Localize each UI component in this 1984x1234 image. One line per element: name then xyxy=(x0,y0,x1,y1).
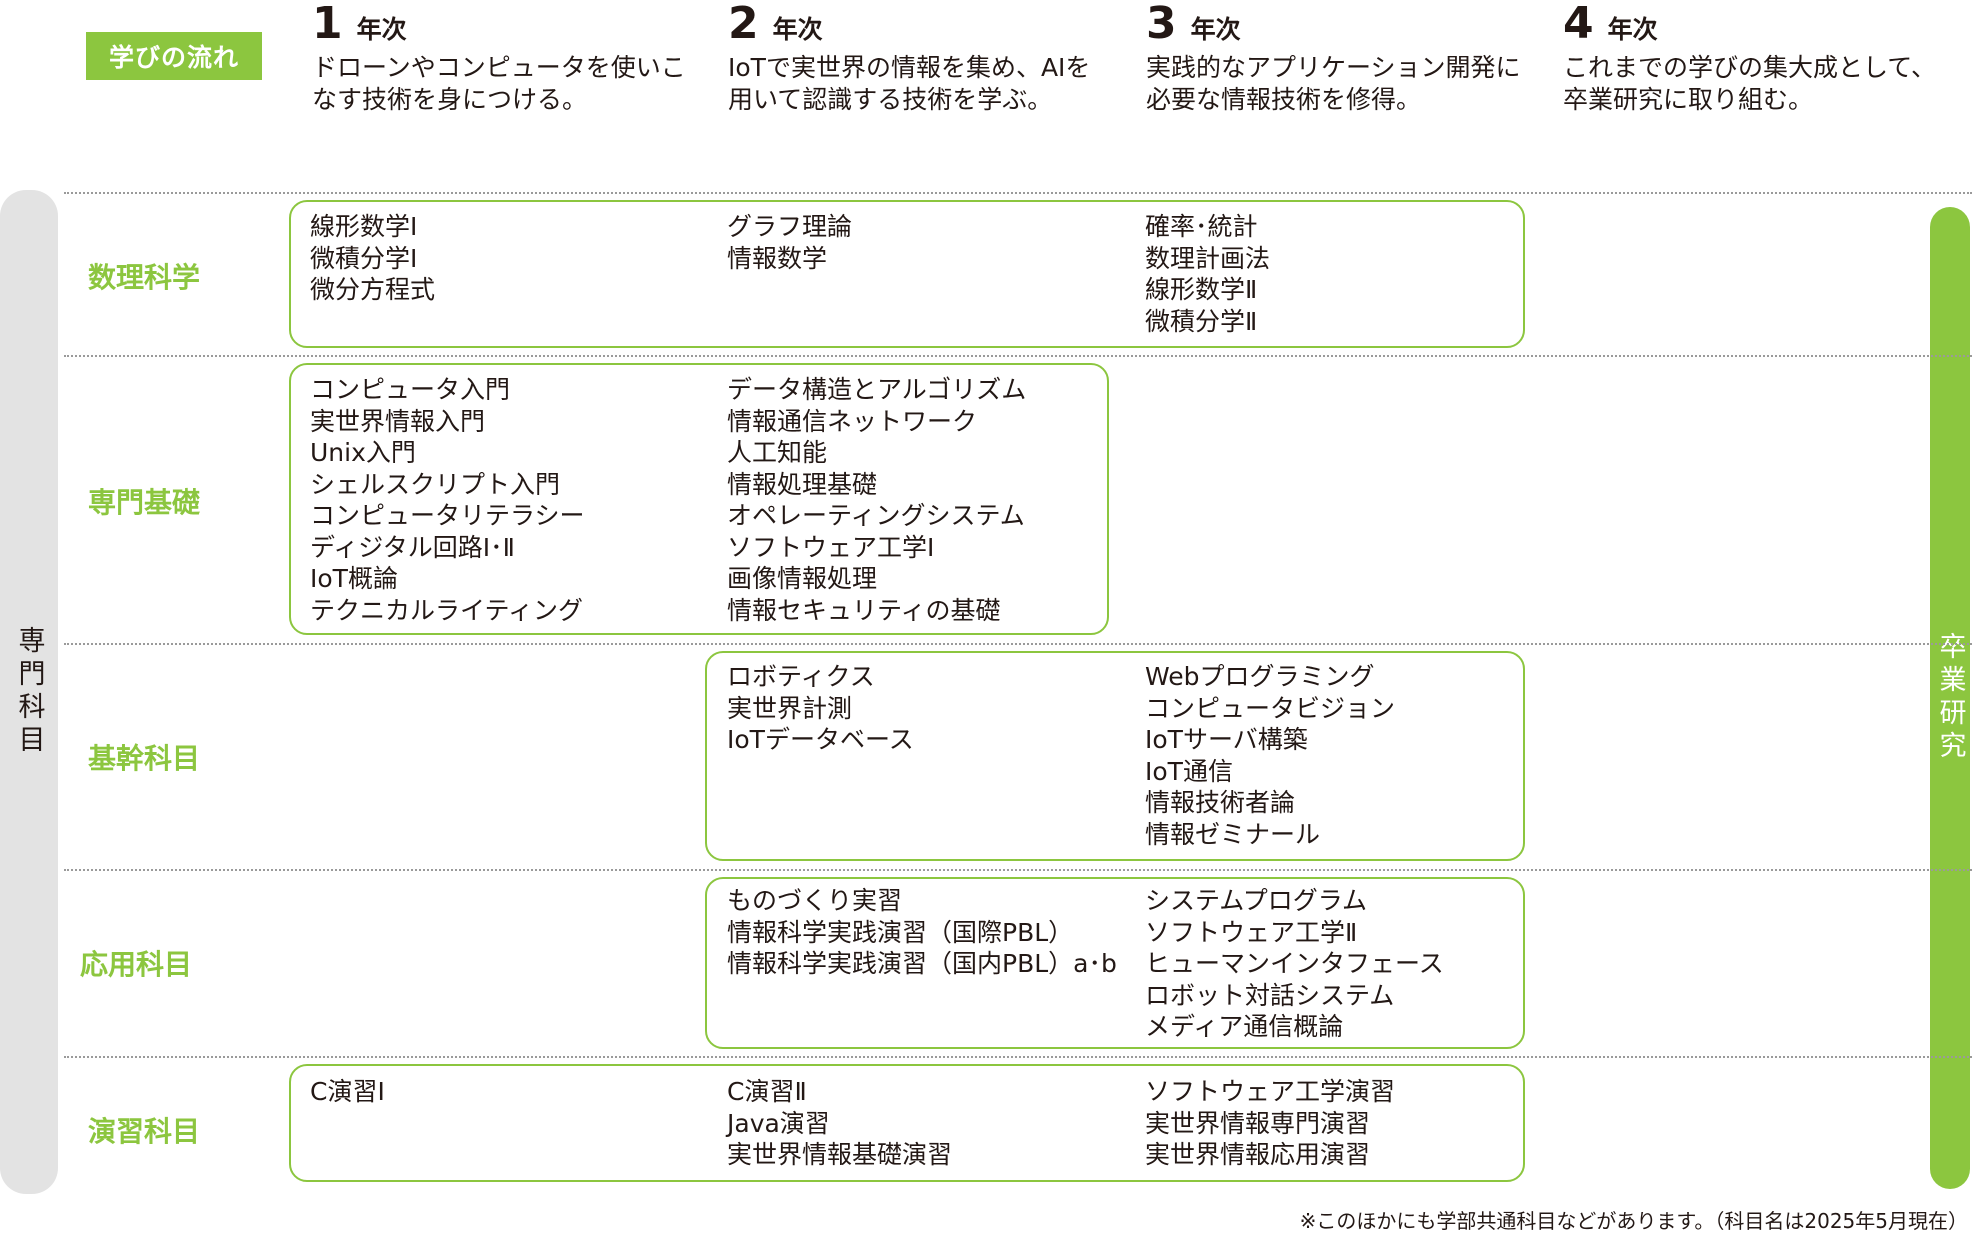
category-label-specialized-basics: 専門基礎 xyxy=(87,486,200,519)
course-item: シェルスクリプト入門 xyxy=(310,469,561,499)
course-item: ヒューマンインタフェース xyxy=(1145,949,1444,978)
course-item: グラフ理論 xyxy=(727,212,853,241)
course-item: ソフトウェア工学Ⅰ xyxy=(727,532,935,562)
course-item: 線形数学Ⅰ xyxy=(310,212,418,241)
course-item: 実世界計測 xyxy=(727,693,853,723)
course-item: 線形数学Ⅱ xyxy=(1145,275,1258,304)
course-column-year3: Webプログラミング コンピュータビジョン IoTサーバ構築 IoT通信 情報技… xyxy=(1145,661,1545,850)
course-item: 実世界情報入門 xyxy=(310,406,486,436)
course-column-year1: 線形数学Ⅰ 微積分学Ⅰ 微分方程式 xyxy=(310,211,710,306)
year-4-column: 4 年次 これまでの学びの集大成として、 卒業研究に取り組む。 xyxy=(1563,2,1963,116)
course-item: Java演習 xyxy=(727,1108,830,1138)
course-item: 微分方程式 xyxy=(310,275,436,304)
course-item: コンピュータビジョン xyxy=(1145,693,1396,723)
course-column-year1: C演習Ⅰ xyxy=(310,1076,710,1108)
category-label-applied-subjects: 応用科目 xyxy=(79,948,192,981)
course-item: データ構造とアルゴリズム xyxy=(727,375,1027,404)
course-group-box xyxy=(289,1064,1525,1182)
year-suffix: 年次 xyxy=(1607,15,1658,44)
course-item: 確率･統計 xyxy=(1145,212,1258,241)
specialized-subjects-label: 専門科目 xyxy=(13,626,45,758)
graduation-research-label: 卒業研究 xyxy=(1934,632,1966,764)
row-divider xyxy=(64,869,1972,871)
course-item: メディア通信概論 xyxy=(1145,1012,1344,1041)
course-item: システムプログラム xyxy=(1145,886,1368,915)
year-number: 3 xyxy=(1146,0,1177,49)
course-column-year3: 確率･統計 数理計画法 線形数学Ⅱ 微積分学Ⅱ xyxy=(1145,211,1545,337)
course-item: オペレーティングシステム xyxy=(727,501,1025,530)
year-number: 1 xyxy=(312,0,343,49)
category-label-practice-subjects: 演習科目 xyxy=(87,1115,200,1148)
course-item: ロボット対話システム xyxy=(1145,980,1395,1010)
course-column-year2: グラフ理論 情報数学 xyxy=(727,211,1127,274)
course-item: 実世界情報応用演習 xyxy=(1145,1140,1371,1169)
course-item: 情報数学 xyxy=(727,243,828,273)
course-item: Webプログラミング xyxy=(1145,662,1375,691)
course-group-box xyxy=(705,651,1525,861)
course-column-year3: ソフトウェア工学演習 実世界情報専門演習 実世界情報応用演習 xyxy=(1145,1076,1545,1171)
course-item: IoT通信 xyxy=(1145,756,1233,786)
course-item: コンピュータリテラシー xyxy=(310,501,585,530)
course-item: ソフトウェア工学演習 xyxy=(1145,1077,1396,1106)
course-group-box xyxy=(289,200,1525,348)
year-number: 4 xyxy=(1563,0,1594,49)
year-description: ドローンやコンピュータを使いこ なす技術を身につける。 xyxy=(312,53,686,114)
course-item: C演習Ⅰ xyxy=(310,1077,385,1106)
year-suffix: 年次 xyxy=(772,15,823,44)
year-3-column: 3 年次 実践的なアプリケーション開発に 必要な情報技術を修得。 xyxy=(1146,2,1546,116)
course-item: 情報セキュリティの基礎 xyxy=(727,595,1001,625)
course-item: 微積分学Ⅱ xyxy=(1145,306,1258,336)
course-group-box xyxy=(289,363,1109,635)
course-item: ソフトウェア工学Ⅱ xyxy=(1145,917,1358,947)
row-divider xyxy=(64,643,1972,645)
course-item: 実世界情報専門演習 xyxy=(1145,1108,1371,1138)
year-1-column: 1 年次 ドローンやコンピュータを使いこ なす技術を身につける。 xyxy=(312,2,712,116)
category-label-math-science: 数理科学 xyxy=(87,261,200,294)
course-item: IoTデータベース xyxy=(727,725,914,754)
graduation-research-bar: 卒業研究 xyxy=(1930,207,1970,1189)
course-item: ものづくり実習 xyxy=(727,886,903,915)
course-item: 情報通信ネットワーク xyxy=(727,406,978,436)
year-description: 実践的なアプリケーション開発に 必要な情報技術を修得。 xyxy=(1146,53,1521,114)
course-item: コンピュータ入門 xyxy=(310,375,511,404)
course-item: 情報科学実践演習（国際PBL） xyxy=(727,917,1074,947)
course-column-year1: コンピュータ入門 実世界情報入門 Unix入門 シェルスクリプト入門 コンピュー… xyxy=(310,374,710,626)
year-description: これまでの学びの集大成として、 卒業研究に取り組む。 xyxy=(1563,53,1937,114)
course-item: C演習Ⅱ xyxy=(727,1077,807,1106)
year-2-column: 2 年次 IoTで実世界の情報を集め、AIを 用いて認識する技術を学ぶ。 xyxy=(728,2,1128,116)
footnote: ※このほかにも学部共通科目などがあります。（科目名は2025年5月現在） xyxy=(1299,1209,1968,1233)
course-group-box xyxy=(705,877,1525,1049)
course-item: ディジタル回路Ⅰ･Ⅱ xyxy=(310,532,515,562)
category-label-core-subjects: 基幹科目 xyxy=(87,742,200,775)
course-item: IoT概論 xyxy=(310,564,398,593)
year-description: IoTで実世界の情報を集め、AIを 用いて認識する技術を学ぶ。 xyxy=(728,53,1091,114)
row-divider xyxy=(64,1056,1972,1058)
row-divider xyxy=(64,192,1972,194)
course-item: テクニカルライティング xyxy=(310,595,584,625)
course-column-year2: データ構造とアルゴリズム 情報通信ネットワーク 人工知能 情報処理基礎 オペレー… xyxy=(727,374,1127,626)
course-item: IoTサーバ構築 xyxy=(1145,725,1308,754)
row-divider xyxy=(64,355,1972,357)
specialized-subjects-bar: 専門科目 xyxy=(0,190,58,1194)
course-column-year2: ものづくり実習 情報科学実践演習（国際PBL） 情報科学実践演習（国内PBL）a… xyxy=(727,885,1127,980)
year-number: 2 xyxy=(728,0,759,49)
course-item: 画像情報処理 xyxy=(727,564,878,593)
course-item: 情報ゼミナール xyxy=(1145,819,1321,849)
course-item: 数理計画法 xyxy=(1145,243,1271,273)
course-column-year3: システムプログラム ソフトウェア工学Ⅱ ヒューマンインタフェース ロボット対話シ… xyxy=(1145,885,1545,1043)
course-item: Unix入門 xyxy=(310,438,416,467)
course-item: 情報処理基礎 xyxy=(727,469,878,499)
year-suffix: 年次 xyxy=(1190,15,1241,44)
flow-badge: 学びの流れ xyxy=(86,32,262,80)
course-item: 情報技術者論 xyxy=(1145,788,1296,817)
course-item: 情報科学実践演習（国内PBL）a･b xyxy=(727,949,1117,978)
course-item: 微積分学Ⅰ xyxy=(310,243,418,273)
course-column-year2: ロボティクス 実世界計測 IoTデータベース xyxy=(727,661,1127,756)
course-item: 人工知能 xyxy=(727,438,828,467)
course-item: ロボティクス xyxy=(727,662,875,691)
year-suffix: 年次 xyxy=(356,15,407,44)
course-column-year2: C演習Ⅱ Java演習 実世界情報基礎演習 xyxy=(727,1076,1127,1171)
course-item: 実世界情報基礎演習 xyxy=(727,1140,953,1169)
